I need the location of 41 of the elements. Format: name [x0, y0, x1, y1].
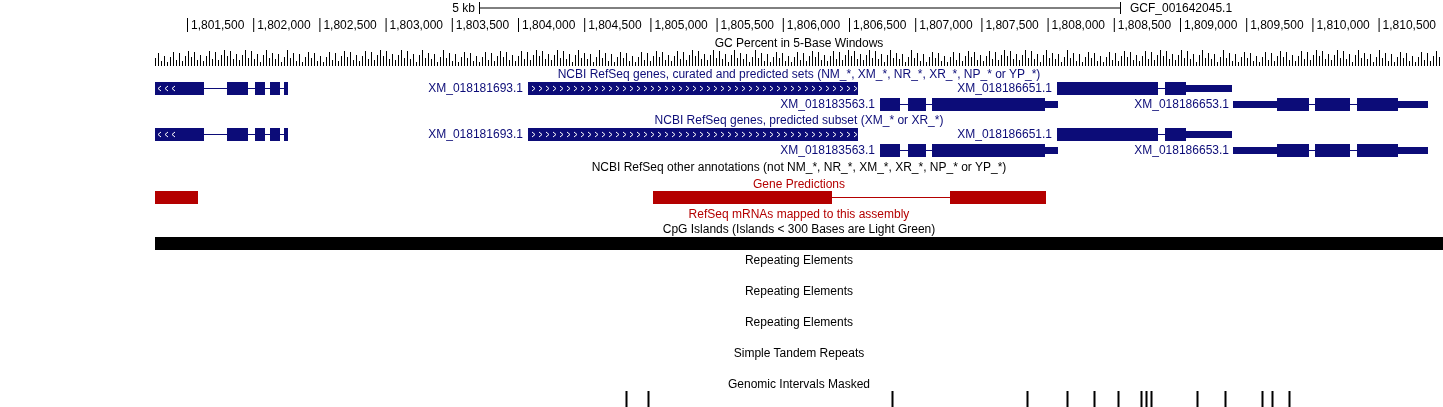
track-title: NCBI RefSeq genes, predicted subset (XM_* or XR_*) — [653, 113, 945, 127]
coordinate-label: 1,809,000 — [1184, 18, 1238, 32]
track-title: GC Percent in 5-Base Windows — [713, 36, 885, 50]
coordinate-label: 1,808,500 — [1117, 18, 1172, 32]
track-title: Simple Tandem Repeats — [732, 346, 866, 360]
gene-name-label: XM_018186651.1 — [957, 81, 1052, 95]
scale-label: 5 kb — [452, 1, 475, 15]
coordinate-label: 1,805,000 — [654, 18, 708, 32]
coordinate-label: 1,808,000 — [1051, 18, 1105, 32]
track-title: NCBI RefSeq genes, curated and predicted sets (NM_*, XM_*, NR_*, XR_*, NP_* or YP_*) — [556, 67, 1042, 81]
track-title: Repeating Elements — [743, 315, 855, 329]
coordinate-label: 1,806,500 — [853, 18, 907, 32]
coordinate-label: 1,809,500 — [1250, 18, 1304, 32]
gene-name-label: XM_018181693.1 — [428, 81, 523, 95]
coordinate-label: 1,804,500 — [588, 18, 642, 32]
gene-name-label: XM_018181693.1 — [428, 127, 523, 141]
track-title: Repeating Elements — [743, 253, 855, 267]
gene-name-label: XM_018186651.1 — [957, 127, 1052, 141]
coordinate-label: 1,802,500 — [323, 18, 377, 32]
coordinate-label: 1,805,500 — [720, 18, 774, 32]
track-title: NCBI RefSeq other annotations (not NM_*, NR_*, XM_*, XR_*, NP_* or YP_*) — [590, 160, 1008, 174]
coordinate-label: 1,807,000 — [919, 18, 973, 32]
coordinate-label: 1,803,000 — [389, 18, 443, 32]
coordinate-label: 1,806,000 — [786, 18, 841, 32]
gene-name-label: XM_018183563.1 — [780, 143, 875, 157]
coordinate-label: 1,801,500 — [191, 18, 245, 32]
gene-name-label: XM_018186653.1 — [1134, 143, 1229, 157]
track-title: Repeating Elements — [743, 284, 855, 298]
assembly-label: GCF_001642045.1 — [1130, 1, 1233, 15]
gene-name-label: XM_018186653.1 — [1134, 97, 1229, 111]
track-title: CpG Islands (Islands < 300 Bases are Light Green) — [661, 222, 937, 236]
coordinate-label: 1,810,000 — [1316, 18, 1370, 32]
track-title: Gene Predictions — [751, 177, 847, 191]
coordinate-label: 1,810,500 — [1382, 18, 1436, 32]
gene-name-label: XM_018183563.1 — [780, 97, 875, 111]
coordinate-label: 1,803,500 — [455, 18, 510, 32]
coordinate-label: 1,802,000 — [257, 18, 311, 32]
track-title: Genomic Intervals Masked — [726, 377, 872, 391]
coordinate-label: 1,807,500 — [985, 18, 1039, 32]
track-title: RefSeq mRNAs mapped to this assembly — [687, 207, 911, 221]
coordinate-label: 1,804,000 — [522, 18, 576, 32]
